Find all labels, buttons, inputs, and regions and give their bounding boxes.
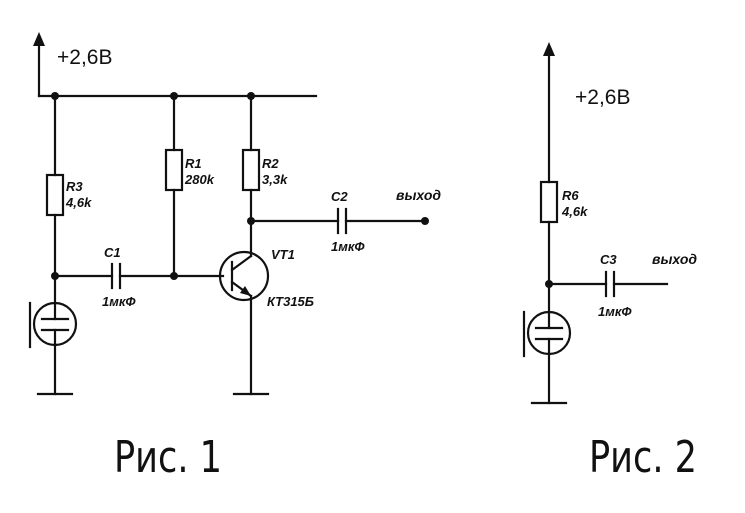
resistor-r2 xyxy=(241,148,261,192)
vt1-type-label: КТ315Б xyxy=(267,294,314,309)
r6-value-label: 4,6k xyxy=(561,204,588,219)
c1-value-label: 1мкФ xyxy=(102,294,136,309)
vt1-name-label: VT1 xyxy=(271,247,295,262)
output-terminal-1 xyxy=(421,217,429,225)
figure-1: +2,6В R3 4,6k C1 1м xyxy=(28,32,441,483)
output-label-1: выход xyxy=(396,187,441,203)
r3-value-label: 4,6k xyxy=(65,195,92,210)
resistor-r1 xyxy=(164,148,184,192)
c2-value-label: 1мкФ xyxy=(331,239,365,254)
r1-value-label: 280k xyxy=(184,172,215,187)
c1-name-label: C1 xyxy=(104,245,121,260)
caption-figure-2: Рис. 2 xyxy=(589,432,697,483)
supply-voltage-label-2: +2,6В xyxy=(575,86,630,109)
capacitor-c1 xyxy=(110,262,122,290)
capacitor-c3 xyxy=(604,270,616,298)
r1-name-label: R1 xyxy=(185,156,202,171)
microphone-2 xyxy=(522,310,572,358)
c3-value-label: 1мкФ xyxy=(598,304,632,319)
microphone-1 xyxy=(28,301,78,349)
r6-name-label: R6 xyxy=(562,188,579,203)
c3-name-label: C3 xyxy=(600,252,617,267)
capacitor-c2 xyxy=(336,207,348,235)
r3-name-label: R3 xyxy=(66,179,83,194)
resistor-r3 xyxy=(45,173,65,217)
r2-name-label: R2 xyxy=(262,156,279,171)
caption-figure-1: Рис. 1 xyxy=(114,432,222,483)
c2-name-label: C2 xyxy=(331,189,348,204)
supply-arrow-2 xyxy=(543,42,555,184)
resistor-r6 xyxy=(539,180,559,224)
figure-2: +2,6В R6 4,6k C3 1мкФ выход Рис. 2 xyxy=(522,42,697,483)
supply-arrow-1 xyxy=(33,32,45,98)
supply-voltage-label-1: +2,6В xyxy=(57,46,112,69)
transistor-vt1 xyxy=(218,250,270,302)
output-label-2: выход xyxy=(652,251,697,267)
r2-value-label: 3,3k xyxy=(262,172,288,187)
